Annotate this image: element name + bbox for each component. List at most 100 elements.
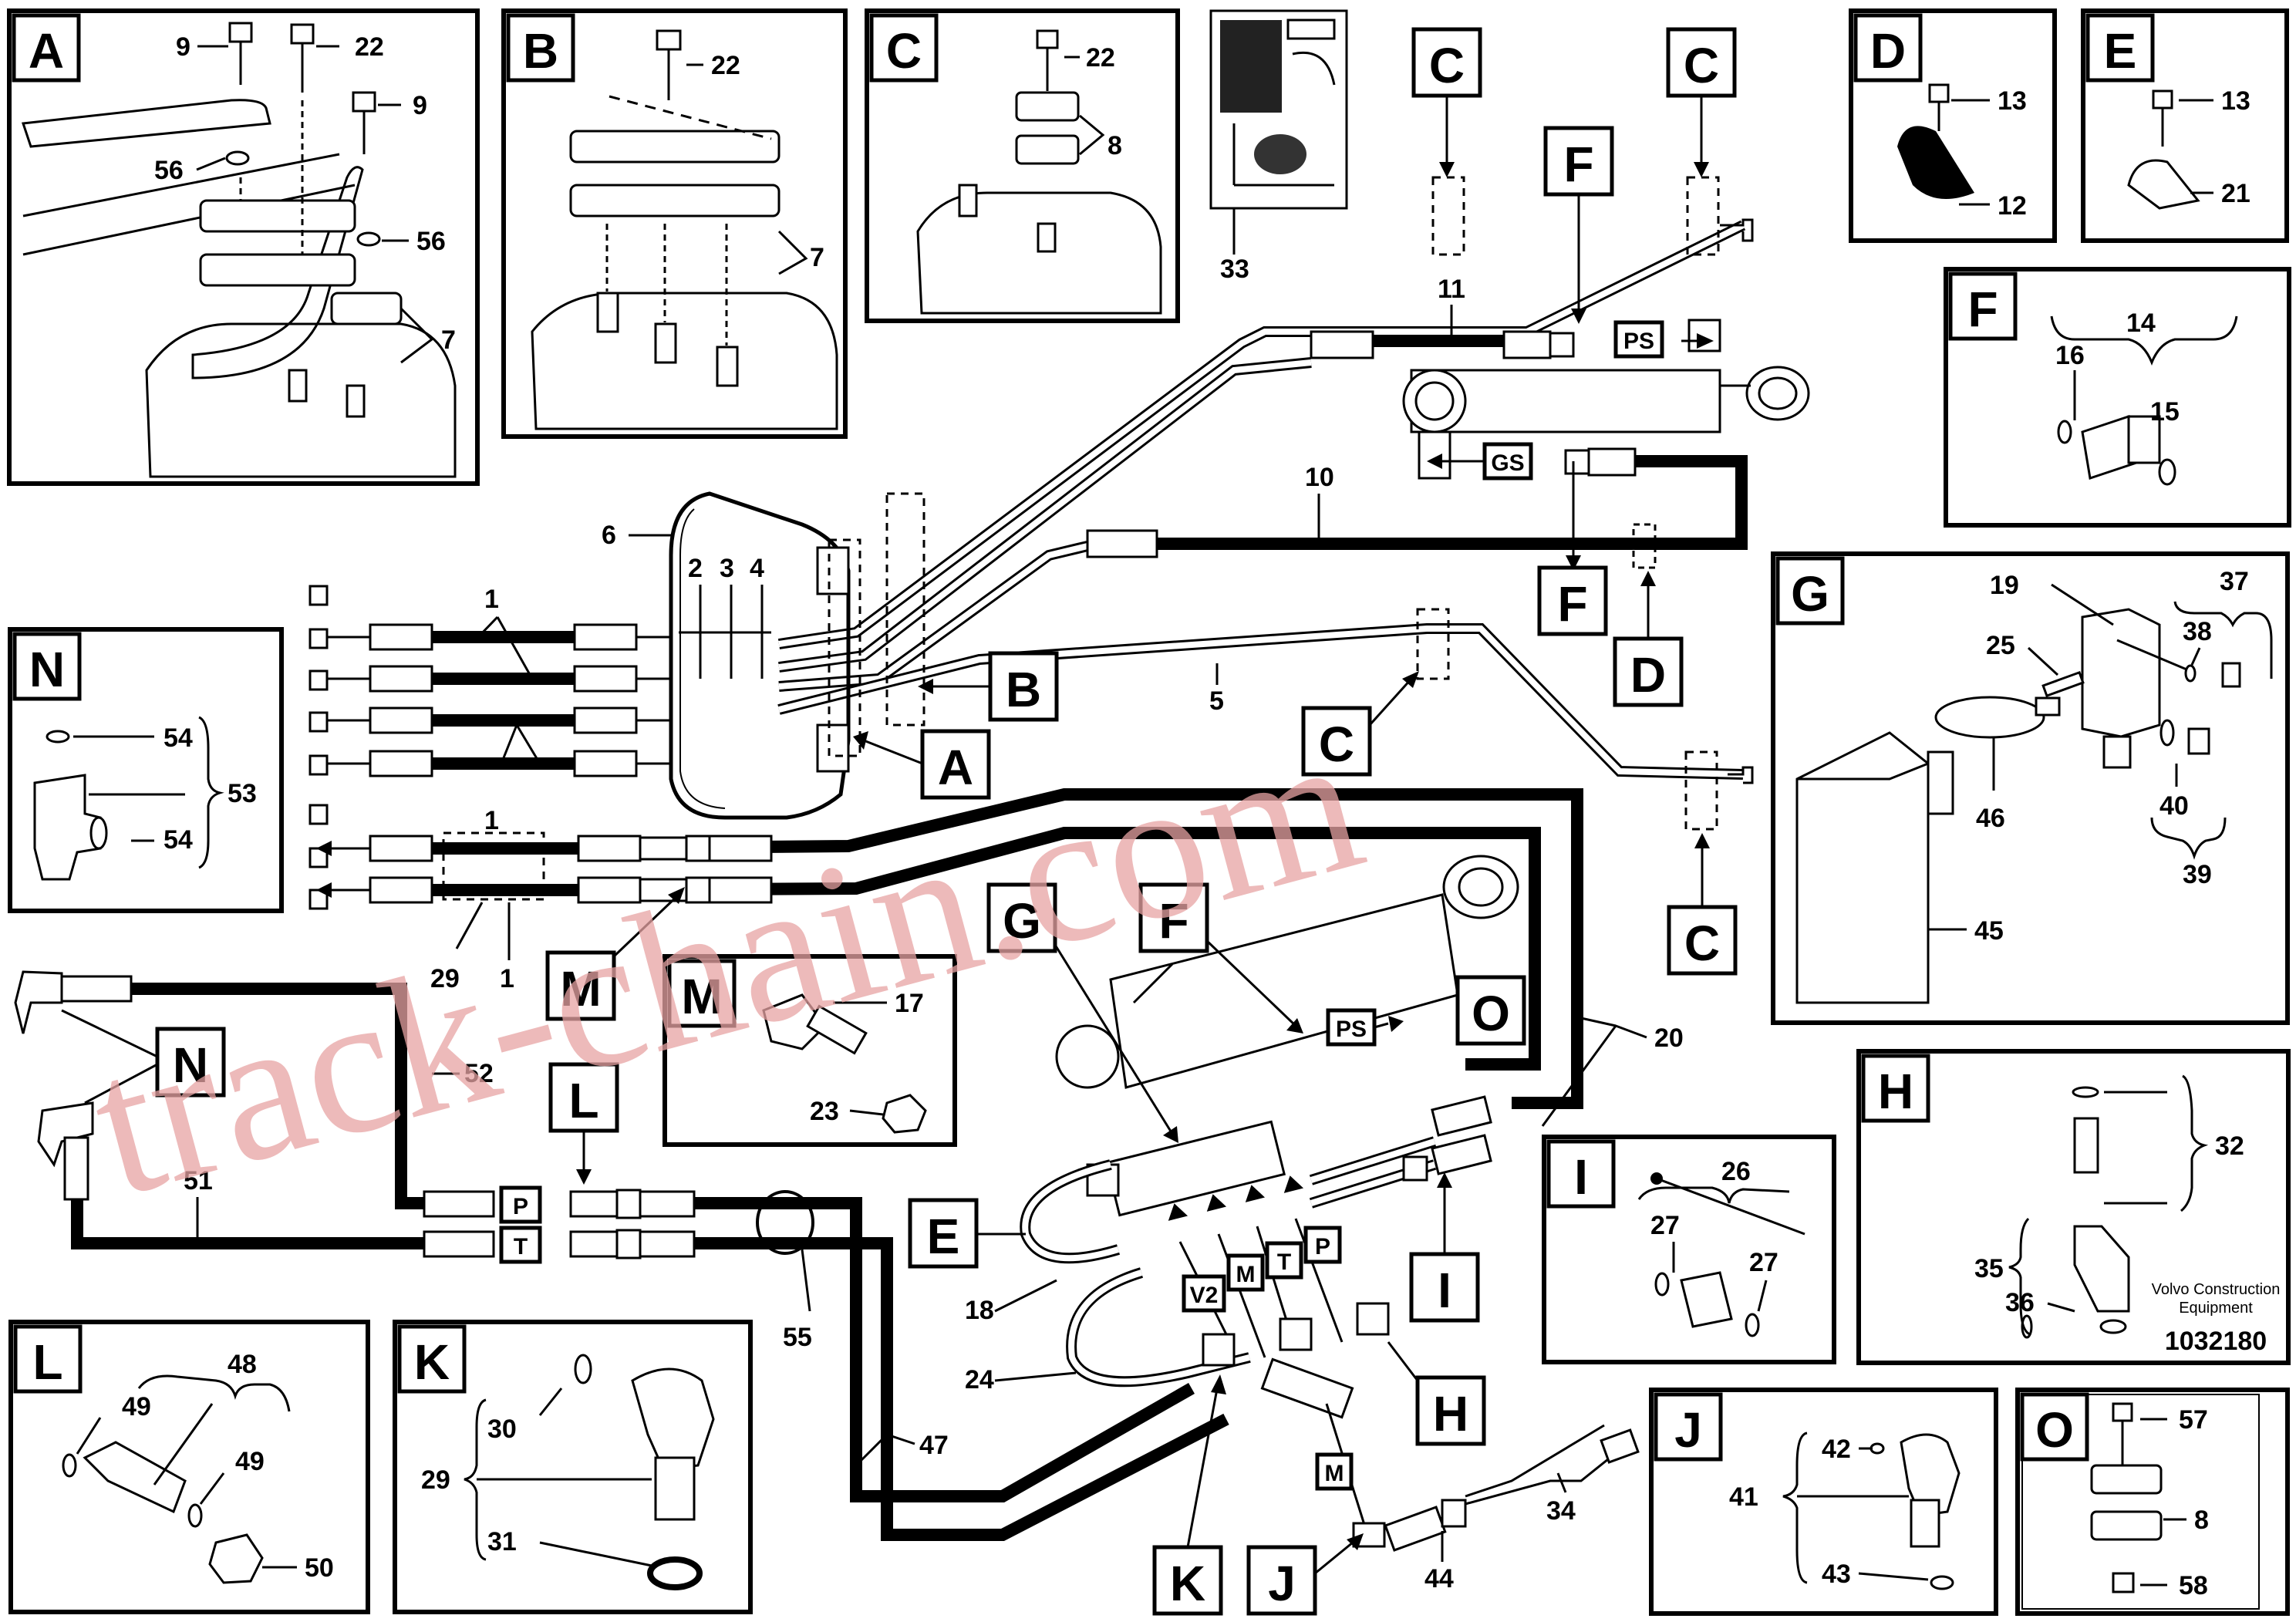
part-label: 19 [1990, 571, 2019, 600]
callout-d: D [1630, 647, 1666, 703]
part-label: 52 [464, 1059, 494, 1088]
detail-panel-b: B 22 7 [501, 8, 848, 439]
part-label: 48 [228, 1350, 257, 1379]
tag-p: P [513, 1194, 528, 1219]
part-label: 25 [1986, 631, 2015, 660]
part-label: 22 [1086, 43, 1115, 73]
callout-f: F [1557, 576, 1587, 632]
title-block: Volvo Construction Equipment 1032180 [2152, 1281, 2281, 1356]
panel-i-letter: I [1574, 1149, 1588, 1205]
callout-c: C [1429, 38, 1465, 93]
panel-l-letter: L [32, 1334, 62, 1390]
hose-group-1: 1 1 [308, 585, 671, 910]
part-label: 56 [416, 227, 446, 256]
callout-f: F [1158, 893, 1188, 949]
part-label: 38 [2183, 617, 2212, 646]
part-label: 45 [1974, 916, 2004, 946]
part-label: 58 [2179, 1571, 2208, 1600]
detail-panel-d: D 13 12 [1849, 8, 2057, 243]
part-label: 53 [228, 779, 257, 808]
callout-b: B [1006, 662, 1041, 717]
part-label: 41 [1729, 1482, 1758, 1512]
part-label: 42 [1822, 1435, 1851, 1464]
panel-f-letter: F [1967, 282, 1998, 337]
part-label: 34 [1546, 1496, 1576, 1526]
callout-j: J [1268, 1556, 1296, 1611]
part-label: 8 [1108, 131, 1122, 160]
part-label: 9 [413, 91, 427, 120]
panel-b-letter: B [523, 23, 558, 79]
panel-a-letter: A [29, 23, 64, 79]
callout-g: G [1003, 893, 1041, 949]
part-label: 16 [2055, 341, 2085, 370]
panel-h-letter: H [1878, 1064, 1913, 1119]
part-label: 27 [1749, 1248, 1778, 1277]
part-label: 13 [1998, 86, 2027, 116]
tag-t: T [514, 1234, 528, 1259]
tag-p2: P [1315, 1234, 1330, 1259]
part-label: 15 [2150, 397, 2180, 427]
callout-e: E [927, 1209, 960, 1264]
part-label: 11 [1438, 275, 1465, 304]
callout-c: C [1684, 38, 1719, 93]
part-label: 43 [1822, 1560, 1851, 1589]
part-label: 39 [2183, 860, 2212, 889]
callout-h: H [1433, 1386, 1468, 1442]
part-label: 37 [2220, 567, 2249, 596]
callout-i: I [1438, 1263, 1451, 1318]
part-label: 33 [1220, 255, 1249, 284]
part-label: 8 [2194, 1506, 2209, 1535]
callout-m: M [560, 961, 601, 1017]
part-label: 56 [154, 156, 184, 185]
callout-k: K [1170, 1556, 1205, 1611]
part-label: 6 [602, 521, 616, 550]
detail-panel-m: M 17 23 [663, 954, 957, 1147]
part-label: 44 [1424, 1564, 1454, 1593]
detail-panel-k: K 30 29 31 [393, 1320, 753, 1614]
brand-name: Volvo Construction [2152, 1281, 2281, 1298]
tag-ps2: PS [1336, 1017, 1367, 1042]
detail-panel-l: L 48 49 49 50 [8, 1320, 370, 1614]
tag-m: M [1236, 1262, 1256, 1287]
part-label: 30 [487, 1415, 517, 1444]
panel-e-letter: E [2104, 23, 2137, 79]
tag-t2: T [1277, 1249, 1291, 1275]
part-label: 22 [711, 51, 740, 80]
panel-o-letter: O [2035, 1402, 2074, 1458]
part-label: 36 [2005, 1288, 2035, 1317]
drawing-number: 1032180 [2165, 1327, 2267, 1356]
tag-v2: V2 [1190, 1283, 1219, 1308]
decal-33: 33 [1209, 9, 1348, 284]
part-label: 24 [965, 1365, 994, 1394]
detail-panel-i: I 26 27 27 [1542, 1135, 1836, 1364]
detail-panel-c: C 22 8 [865, 8, 1180, 323]
part-label: 1 [484, 585, 499, 614]
part-label: 21 [2221, 179, 2250, 208]
part-label: 51 [184, 1166, 213, 1195]
detail-panel-o: O 57 8 58 [2015, 1388, 2290, 1616]
part-label: 46 [1976, 804, 2005, 833]
part-label: 5 [1209, 686, 1224, 716]
part-label: 7 [441, 325, 456, 355]
part-label: 10 [1305, 463, 1334, 492]
part-label: 47 [919, 1431, 949, 1460]
part-label: 35 [1974, 1254, 2004, 1283]
callout-c: C [1684, 916, 1720, 971]
part-label: 13 [2221, 86, 2250, 116]
part-label: 55 [783, 1323, 812, 1352]
callout-f: F [1563, 137, 1593, 192]
tag-ps: PS [1623, 329, 1654, 354]
callout-n: N [173, 1037, 208, 1093]
part-label: 17 [895, 989, 924, 1018]
callout-c: C [1319, 717, 1354, 772]
callout-o: O [1472, 986, 1510, 1041]
part-label: 54 [164, 723, 193, 753]
part-label: 57 [2179, 1405, 2208, 1435]
detail-panel-e: E 13 21 [2081, 8, 2289, 243]
part-label: 12 [1998, 191, 2027, 221]
main-part-labels: 11 10 6 2 3 4 5 29 1 52 51 20 55 18 24 4… [184, 275, 1684, 1593]
panel-k-letter: K [414, 1334, 450, 1390]
hydraulic-assembly: 1 1 [14, 176, 1810, 1552]
part-label: 9 [176, 32, 190, 62]
part-label: 54 [164, 825, 193, 855]
